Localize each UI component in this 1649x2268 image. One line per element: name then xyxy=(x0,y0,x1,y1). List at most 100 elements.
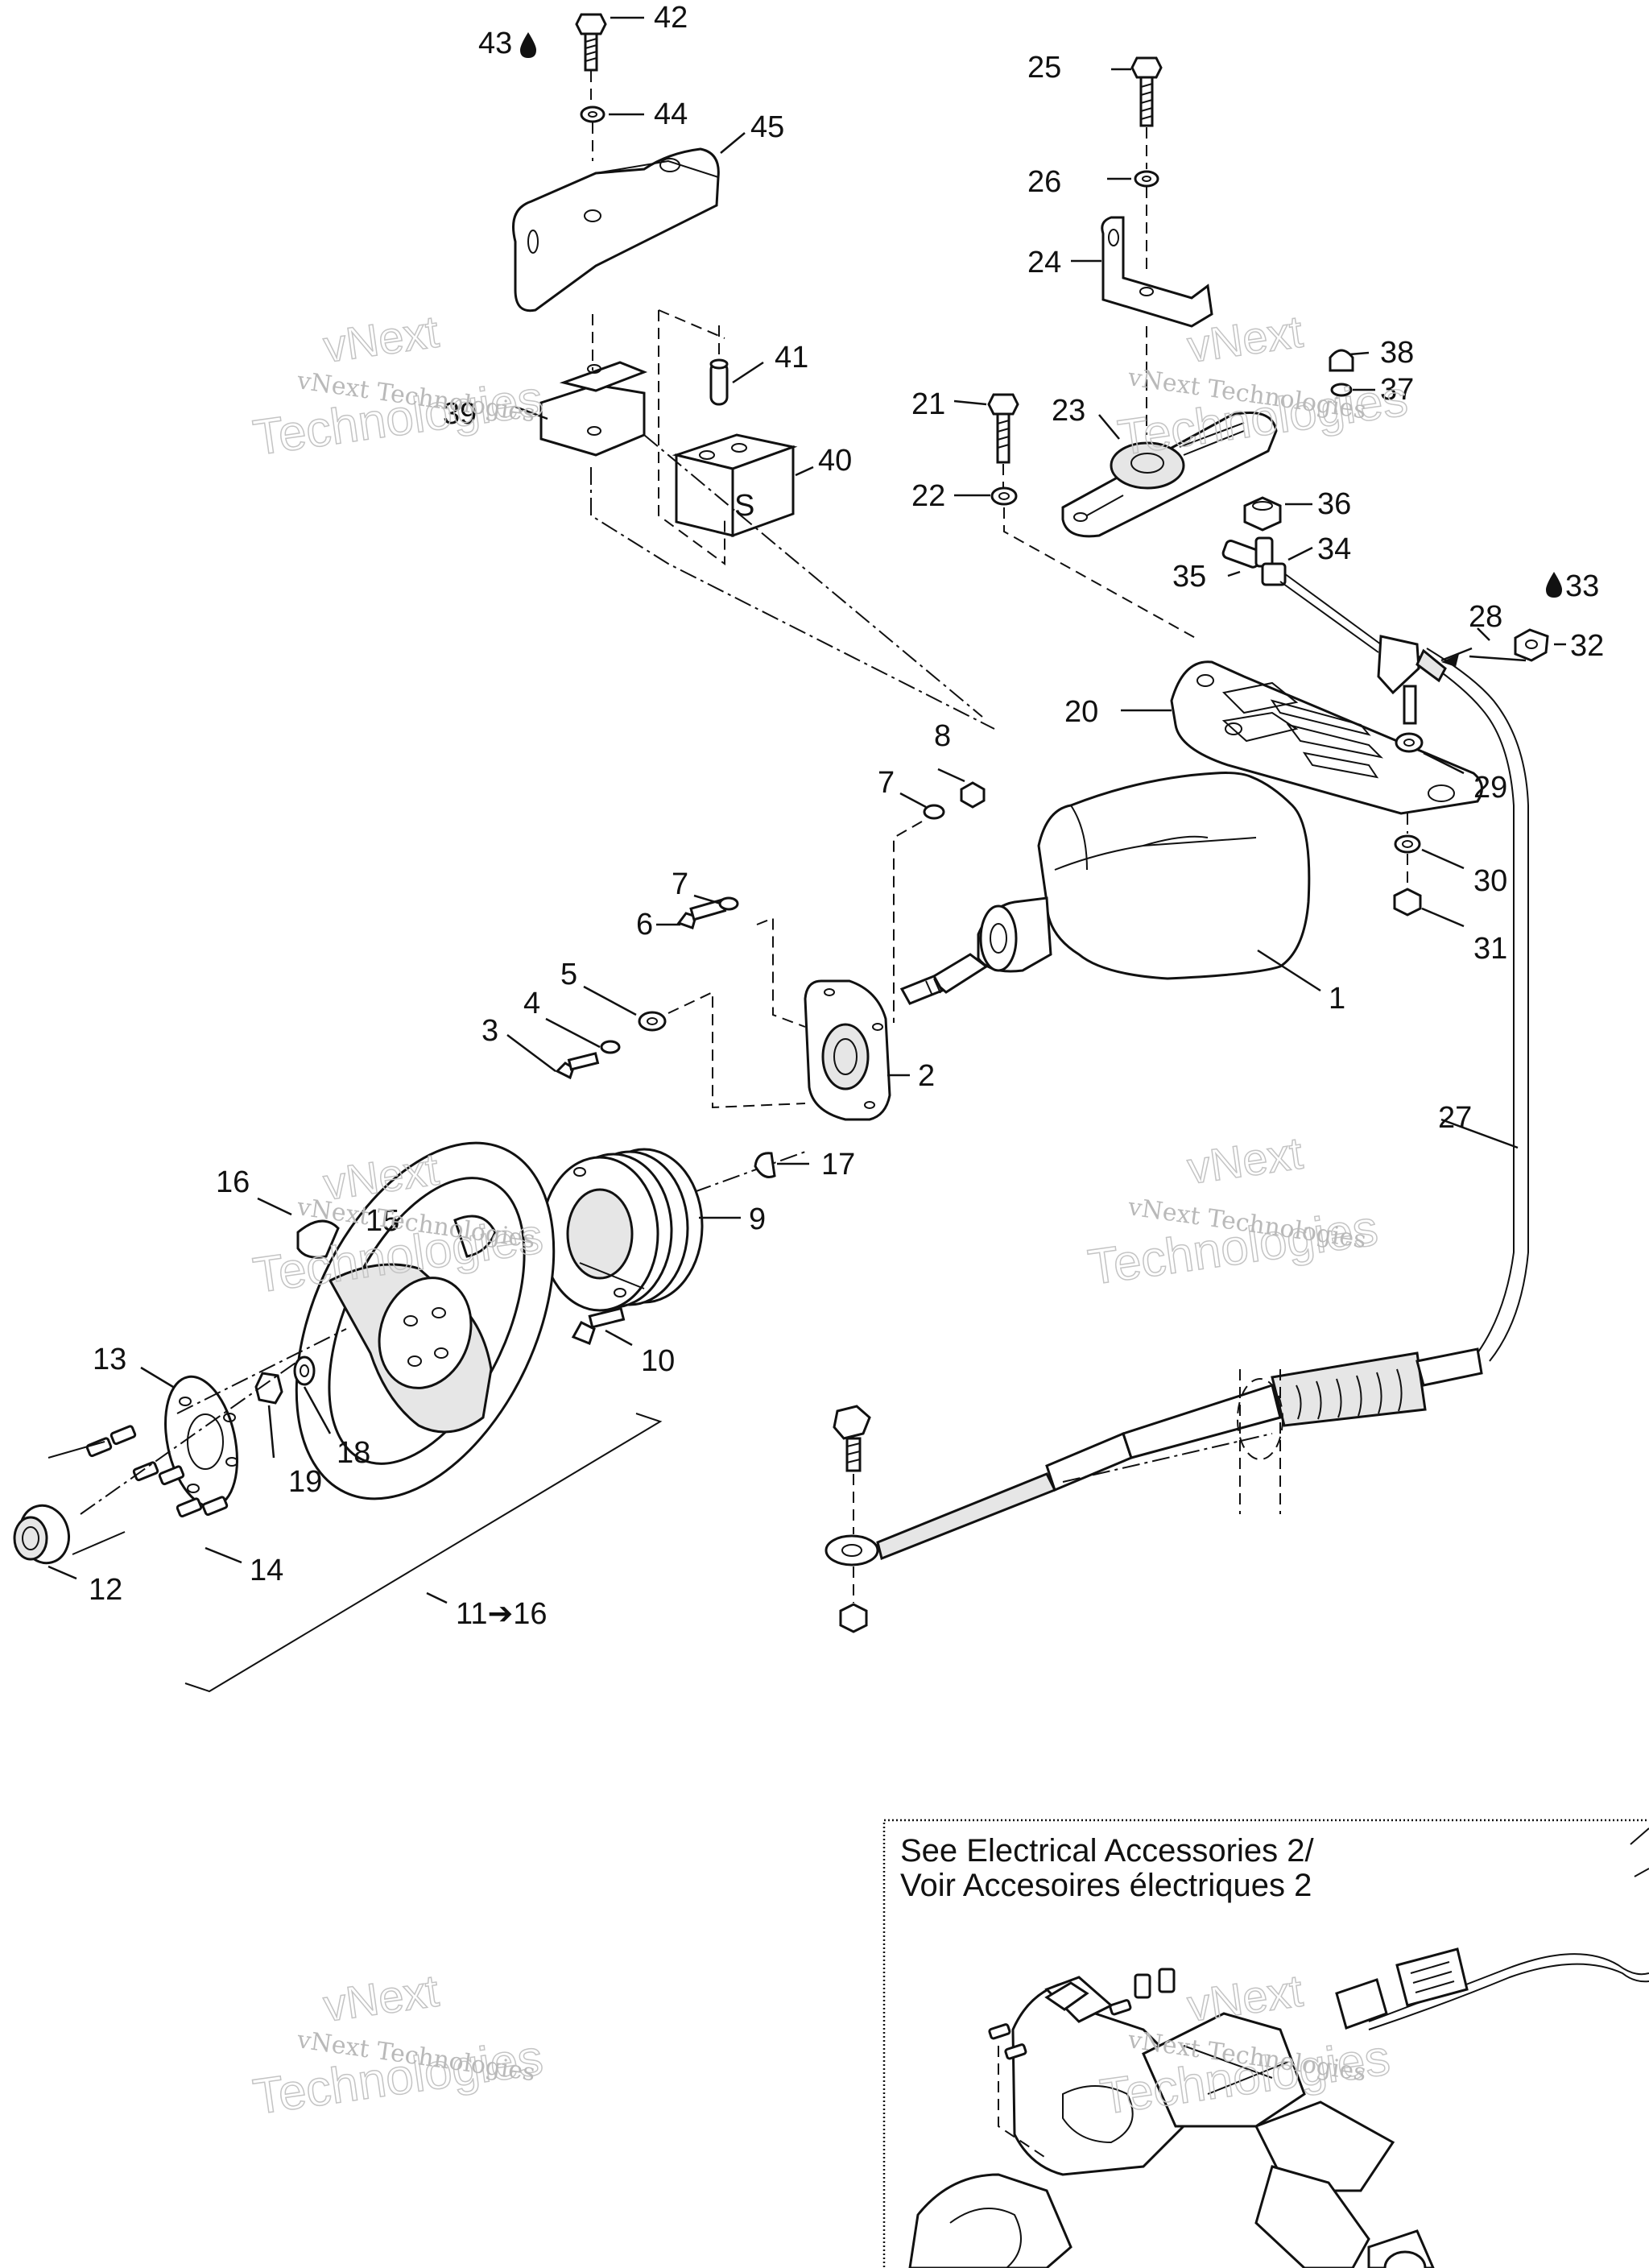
callout-31: 31 xyxy=(1473,932,1507,966)
droplet-icon xyxy=(520,32,536,58)
callout-3: 3 xyxy=(481,1014,498,1048)
callout-20: 20 xyxy=(1064,695,1098,729)
arm-20 xyxy=(1170,660,1483,815)
callout-29: 29 xyxy=(1473,771,1507,805)
callout-23: 23 xyxy=(1052,394,1085,428)
plate-2 xyxy=(804,979,891,1121)
callout-41: 41 xyxy=(775,341,808,375)
nut-19 xyxy=(254,1372,283,1405)
nut-lower xyxy=(839,1603,868,1633)
callout-5: 5 xyxy=(560,958,577,991)
callout-2: 2 xyxy=(918,1059,935,1093)
svg-text:vNext: vNext xyxy=(320,1965,442,2031)
callout-21: 21 xyxy=(911,387,945,421)
block-40: S xyxy=(672,433,798,538)
callout-13: 13 xyxy=(93,1343,126,1376)
callout-6: 6 xyxy=(636,908,653,942)
steering-wheel-11 xyxy=(295,1141,556,1500)
reference-line-1: See Electrical Accessories 2/ xyxy=(900,1833,1314,1869)
reference-box: See Electrical Accessories 2/ Voir Acces… xyxy=(882,1819,1649,2268)
svg-text:vNext: vNext xyxy=(1184,1965,1306,2031)
callout-22: 22 xyxy=(911,479,945,513)
callout-44: 44 xyxy=(654,97,688,131)
callout-43: 43 xyxy=(478,27,512,60)
nut-31 xyxy=(1393,888,1422,917)
washer-37 xyxy=(1330,383,1353,397)
washer-7-upper xyxy=(923,804,945,820)
column-housing-1 xyxy=(899,772,1311,1005)
svg-text:vNext: vNext xyxy=(320,306,442,372)
washer-22 xyxy=(990,486,1018,506)
callout-10: 10 xyxy=(641,1344,675,1378)
watermark: vNext Technologies vNext Technologies xyxy=(1085,1127,1382,1297)
callout-8: 8 xyxy=(934,719,951,753)
callout-7a: 7 xyxy=(878,766,895,800)
washer-18 xyxy=(293,1355,316,1386)
callout-12: 12 xyxy=(89,1573,122,1607)
callout-27: 27 xyxy=(1438,1101,1472,1135)
bolt-28-stud xyxy=(1403,685,1417,725)
callout-1: 1 xyxy=(1329,982,1345,1016)
bolt-6 xyxy=(676,898,727,929)
callout-30: 30 xyxy=(1473,864,1507,898)
screws-14 xyxy=(85,1425,229,1518)
bolt-42 xyxy=(575,13,607,72)
callout-33: 33 xyxy=(1565,569,1599,603)
callout-32: 32 xyxy=(1570,629,1604,663)
callout-18: 18 xyxy=(337,1436,370,1470)
callout-34: 34 xyxy=(1317,532,1351,566)
callout-40: 40 xyxy=(818,444,852,478)
svg-text:vNext: vNext xyxy=(1184,1128,1306,1194)
callout-28: 28 xyxy=(1469,600,1502,634)
arrow-28 xyxy=(1441,654,1459,667)
clip-39 xyxy=(539,361,648,457)
callout-labels: 42 43 44 45 41 40 39 25 26 24 21 22 23 3… xyxy=(89,1,1604,1631)
washer-29 xyxy=(1395,732,1424,753)
watermark: vNext Technologies vNext Technologies xyxy=(1114,305,1412,467)
callout-15: 15 xyxy=(366,1204,399,1238)
bolt-10 xyxy=(571,1306,626,1345)
washer-26 xyxy=(1134,170,1159,188)
callout-36: 36 xyxy=(1317,487,1351,521)
callout-24: 24 xyxy=(1027,246,1061,279)
bolt-3 xyxy=(555,1052,600,1080)
hub-13 xyxy=(164,1375,238,1509)
callout-45: 45 xyxy=(750,110,784,144)
nut-38 xyxy=(1329,349,1354,372)
callout-19: 19 xyxy=(288,1465,322,1499)
nut-36 xyxy=(1243,496,1282,532)
key-17 xyxy=(754,1152,776,1178)
callout-26: 26 xyxy=(1027,165,1061,199)
callout-7b: 7 xyxy=(672,867,688,901)
rod-end xyxy=(824,1347,1483,1566)
bracket-45 xyxy=(512,147,720,312)
washer-5 xyxy=(638,1011,667,1032)
bracket-24 xyxy=(1101,216,1213,328)
bolt-21 xyxy=(987,393,1019,464)
callout-11-16: 11➔16 xyxy=(456,1597,548,1631)
washer-44 xyxy=(580,106,605,123)
pulley-9 xyxy=(540,1148,704,1312)
callout-9: 9 xyxy=(749,1202,766,1236)
nut-8 xyxy=(960,781,986,809)
callout-14: 14 xyxy=(250,1554,283,1587)
callout-42: 42 xyxy=(654,1,688,35)
watermark: vNext Technologies vNext Technologies xyxy=(250,1964,548,2126)
washer-30 xyxy=(1394,834,1421,854)
callout-35: 35 xyxy=(1172,560,1206,594)
bolt-25 xyxy=(1130,56,1163,127)
callout-37: 37 xyxy=(1380,373,1414,407)
washer-7-lower xyxy=(718,896,739,911)
reference-line-2: Voir Accesoires électriques 2 xyxy=(900,1868,1312,1903)
callout-38: 38 xyxy=(1380,336,1414,370)
cable-27 xyxy=(1279,573,1529,1362)
cap-12 xyxy=(13,1504,70,1565)
washer-4 xyxy=(600,1040,621,1054)
nut-32 xyxy=(1514,628,1549,662)
callout-17: 17 xyxy=(821,1148,855,1182)
fitting-34-35 xyxy=(1221,536,1287,586)
callout-4: 4 xyxy=(523,987,540,1020)
droplet-icon xyxy=(1546,572,1562,598)
